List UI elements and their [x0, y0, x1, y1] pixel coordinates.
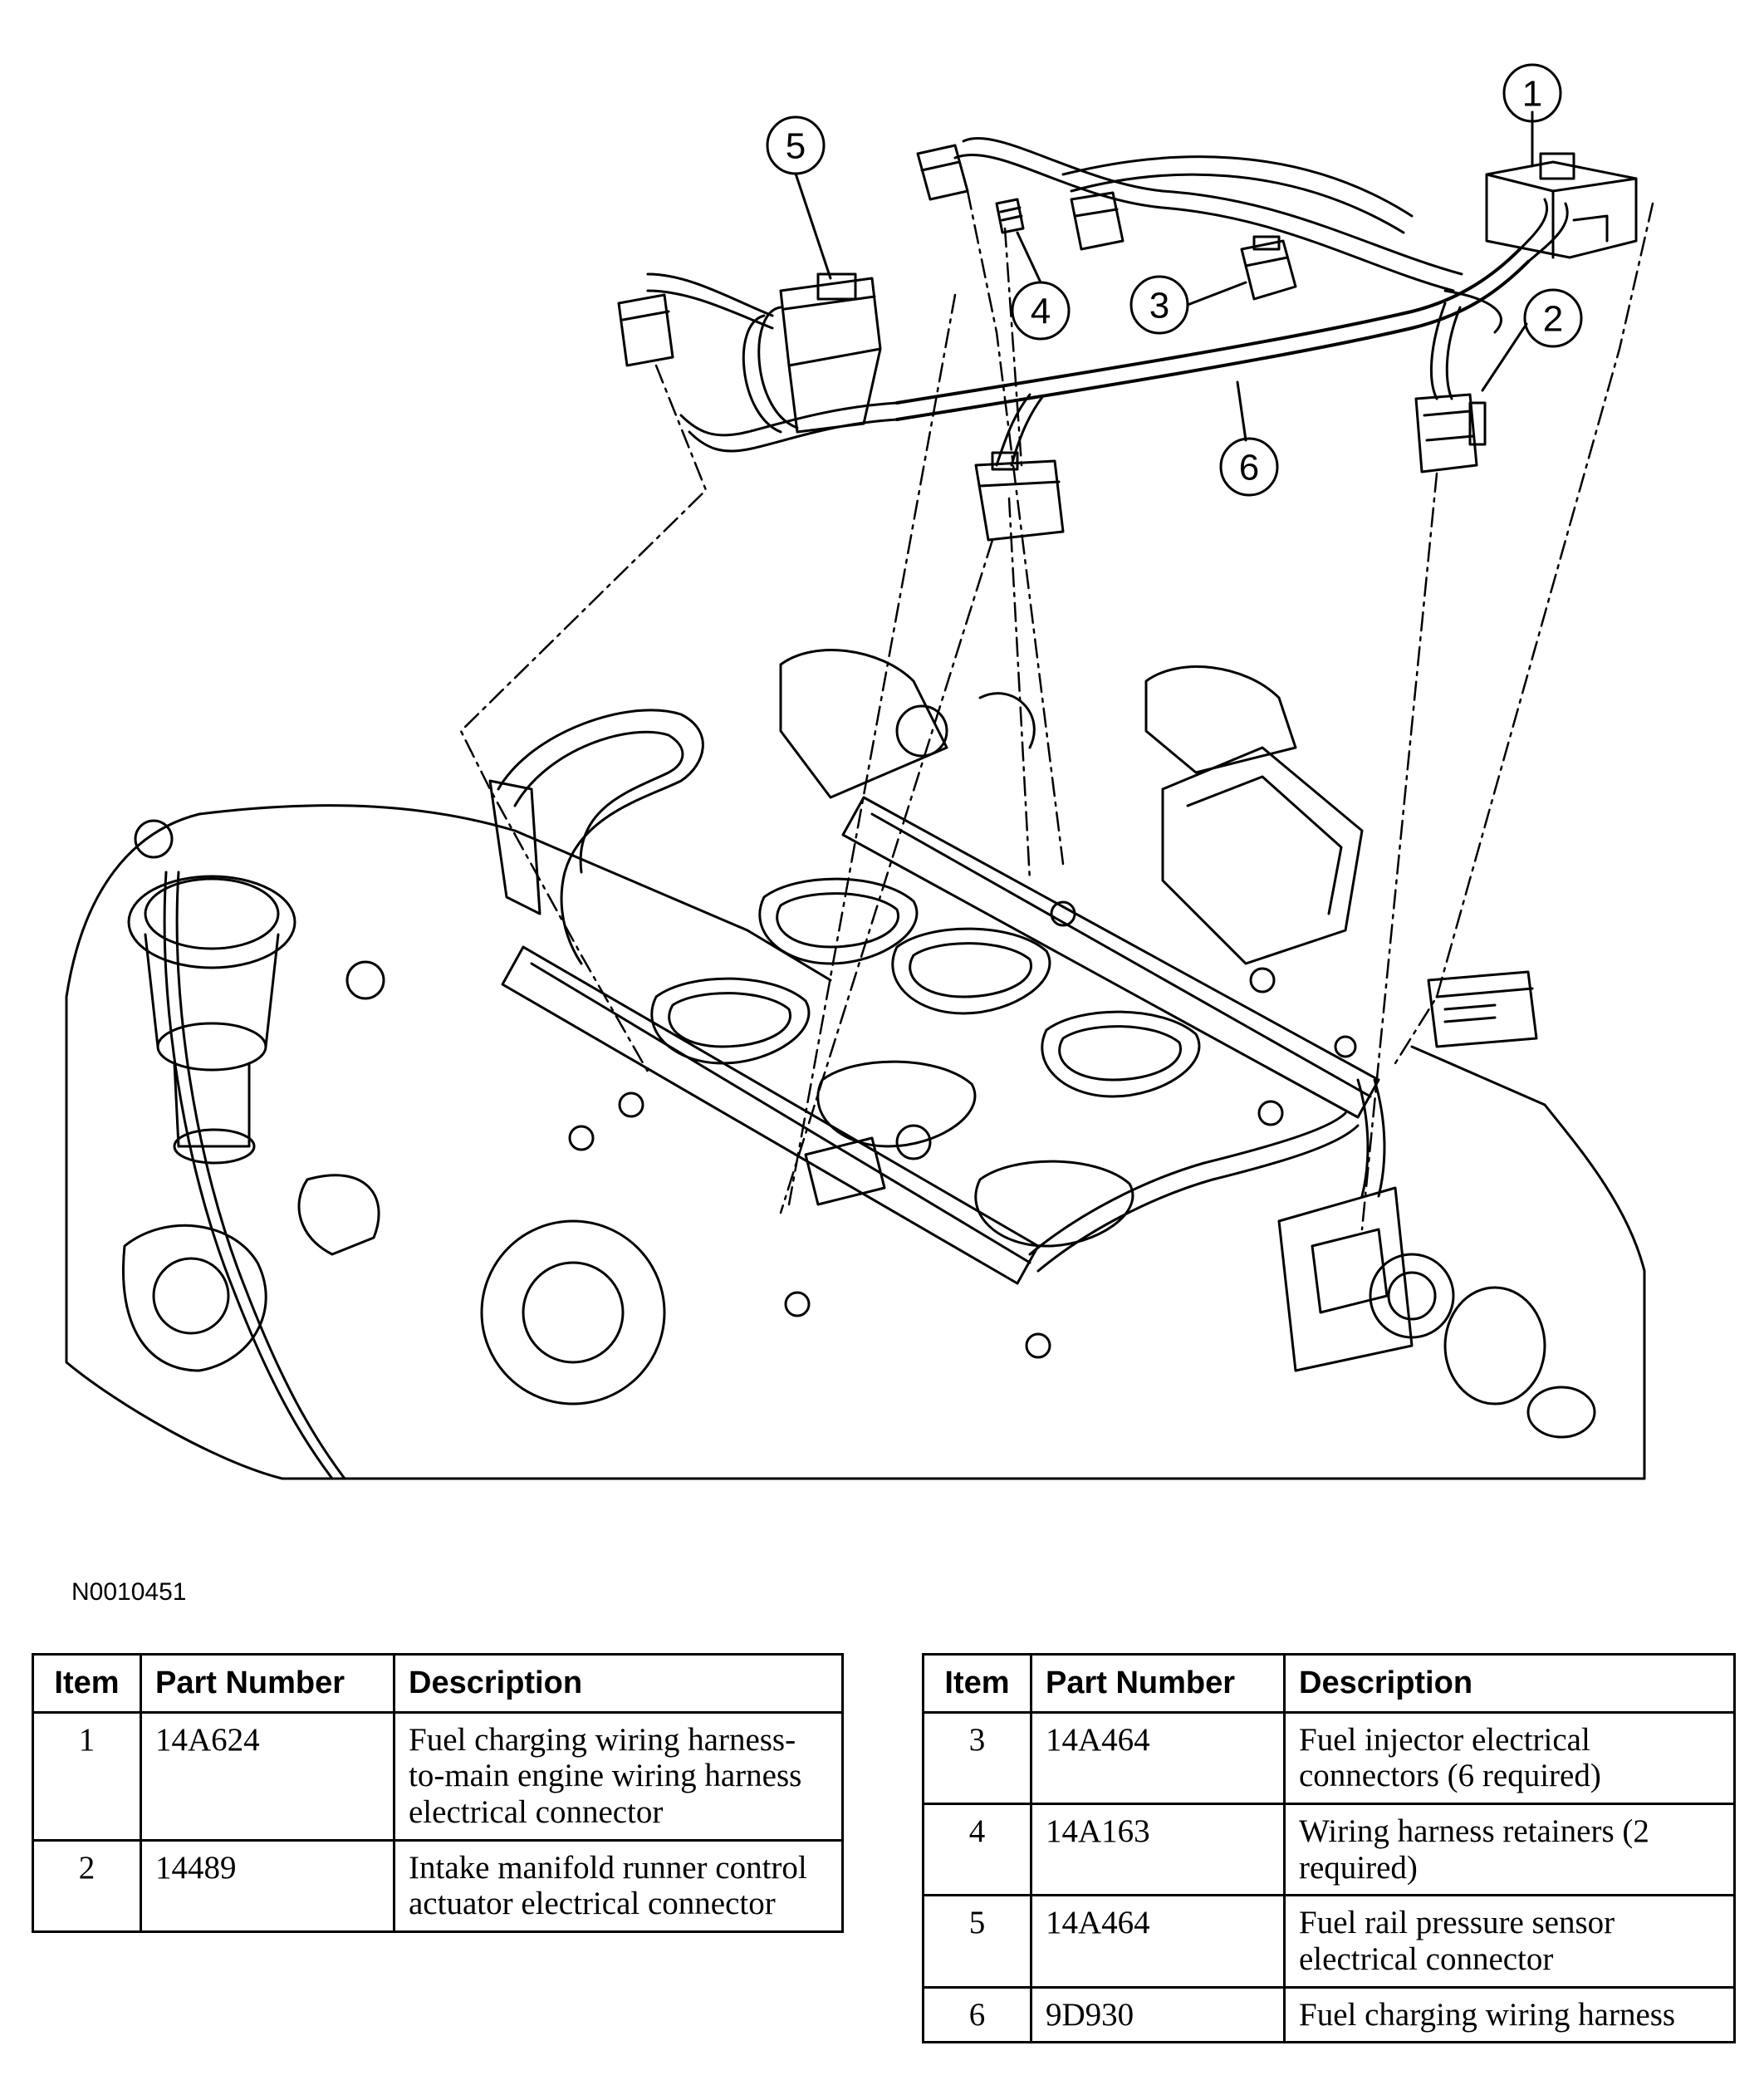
table-header-row: Item Part Number Description	[922, 1653, 1736, 1714]
cell-part-number: 14A163	[1030, 1802, 1286, 1897]
oil-filler-cap	[127, 875, 296, 1165]
callout-2-label: 2	[1543, 299, 1563, 340]
fuel-rail-pressure-sensor-connector	[779, 272, 882, 434]
cell-part-number: 14489	[140, 1838, 395, 1933]
harness-connector	[974, 451, 1065, 542]
callout-4: 4	[1011, 231, 1071, 341]
cell-part-number: 9D930	[1030, 1985, 1286, 2044]
table-row: 3 14A464 Fuel injector electrical connec…	[922, 1710, 1736, 1805]
callout-4-label: 4	[1031, 292, 1051, 332]
harness-connector	[617, 293, 674, 367]
header-item: Item	[922, 1653, 1032, 1714]
parts-table-left: Item Part Number Description 1 14A624 Fu…	[32, 1653, 844, 1933]
engine-assembly	[65, 649, 1646, 1480]
table-row: 1 14A624 Fuel charging wiring harness-to…	[32, 1710, 844, 1842]
fuel-charging-wiring-harness	[646, 136, 1569, 467]
cell-item: 5	[922, 1894, 1032, 1989]
cell-part-number: 14A464	[1030, 1894, 1286, 1989]
figure-id: N0010451	[71, 1578, 187, 1606]
cell-item: 4	[922, 1802, 1032, 1897]
cell-item: 6	[922, 1985, 1032, 2044]
callout-6-label: 6	[1239, 448, 1259, 488]
cell-description: Wiring harness retainers (2 required)	[1283, 1802, 1736, 1897]
table-row: 5 14A464 Fuel rail pressure sensor elect…	[922, 1894, 1736, 1989]
callout-1: 1	[1502, 63, 1562, 168]
fuel-injector-connector	[1240, 235, 1297, 301]
callout-3: 3	[1129, 275, 1247, 335]
cell-description: Intake manifold runner control actuator …	[393, 1838, 844, 1933]
exploded-view-diagram: 1 2 3 4 5 6	[65, 63, 1654, 1480]
fuel-rail-left	[501, 945, 1040, 1285]
table-header-row: Item Part Number Description	[32, 1653, 844, 1714]
table-row: 4 14A163 Wiring harness retainers (2 req…	[922, 1802, 1736, 1897]
callout-3-label: 3	[1149, 286, 1169, 326]
header-description: Description	[1283, 1653, 1736, 1714]
fuel-injector-connector	[916, 144, 969, 201]
intake-ports	[650, 877, 1201, 1248]
cell-description: Fuel rail pressure sensor electrical con…	[1283, 1894, 1736, 1989]
header-part-number: Part Number	[140, 1653, 395, 1714]
header-description: Description	[393, 1653, 844, 1714]
parts-table-right: Item Part Number Description 3 14A464 Fu…	[922, 1653, 1736, 2044]
cell-item: 3	[922, 1710, 1032, 1805]
fuel-injector-connector	[1070, 191, 1125, 251]
cell-description: Fuel injector electrical connectors (6 r…	[1283, 1710, 1736, 1805]
wiring-harness-retainer	[995, 198, 1025, 234]
cell-item: 2	[32, 1838, 142, 1933]
cell-description: Fuel charging wiring harness-to-main eng…	[393, 1710, 844, 1842]
table-row: 6 9D930 Fuel charging wiring harness	[922, 1985, 1736, 2044]
callout-2: 2	[1481, 288, 1583, 392]
imrc-actuator-connector	[1414, 393, 1487, 473]
main-engine-harness-connector	[1485, 152, 1638, 259]
engine-harness-mating-connector	[1427, 970, 1538, 1048]
header-item: Item	[32, 1653, 142, 1714]
callout-6: 6	[1219, 380, 1279, 497]
callout-1-label: 1	[1522, 74, 1542, 115]
header-part-number: Part Number	[1030, 1653, 1286, 1714]
cell-item: 1	[32, 1710, 142, 1842]
callout-5: 5	[766, 115, 832, 280]
cell-description: Fuel charging wiring harness	[1283, 1985, 1736, 2044]
callout-5-label: 5	[786, 126, 806, 167]
fuel-rail-right	[841, 796, 1380, 1119]
leader-lines	[459, 189, 1654, 1231]
table-row: 2 14489 Intake manifold runner control a…	[32, 1838, 844, 1933]
cell-part-number: 14A464	[1030, 1710, 1286, 1805]
cell-part-number: 14A624	[140, 1710, 395, 1842]
imrc-actuator	[1277, 1186, 1455, 1372]
